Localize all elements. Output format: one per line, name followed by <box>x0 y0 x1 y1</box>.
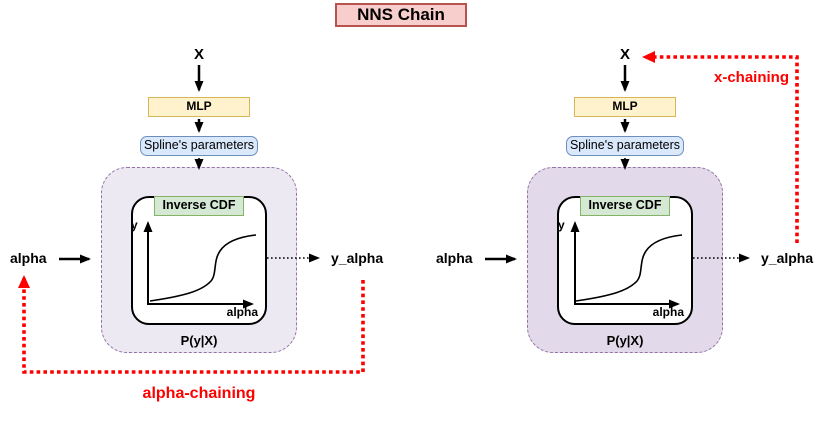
alpha-chaining-label: alpha-chaining <box>142 385 256 402</box>
inverse-cdf-title-right: Inverse CDF <box>580 196 670 216</box>
alpha-axis-label-right: alpha <box>652 305 684 319</box>
y-alpha-output-label-left: y_alpha <box>331 250 384 266</box>
alpha-input-label-left: alpha <box>10 250 47 266</box>
alpha-input-label-right: alpha <box>436 250 473 266</box>
x-variable-label-left: X <box>193 46 204 63</box>
diagram-title: NNS Chain <box>335 3 467 27</box>
x-variable-label-right: X <box>619 46 630 63</box>
y-axis-label-left: y <box>131 218 138 232</box>
conditional-probability-label-left: P(y|X) <box>180 333 218 348</box>
x-chaining-label: x-chaining <box>713 69 789 86</box>
mlp-box-right: MLP <box>574 97 676 117</box>
spline-parameters-box-right: Spline's parameters <box>566 136 684 156</box>
spline-parameters-box-left: Spline's parameters <box>140 136 258 156</box>
y-alpha-output-label-right: y_alpha <box>761 250 814 266</box>
inverse-cdf-title-left: Inverse CDF <box>154 196 244 216</box>
y-axis-label-right: y <box>558 218 565 232</box>
conditional-probability-label-right: P(y|X) <box>606 333 644 348</box>
alpha-axis-label-left: alpha <box>226 305 258 319</box>
mlp-box-left: MLP <box>148 97 250 117</box>
